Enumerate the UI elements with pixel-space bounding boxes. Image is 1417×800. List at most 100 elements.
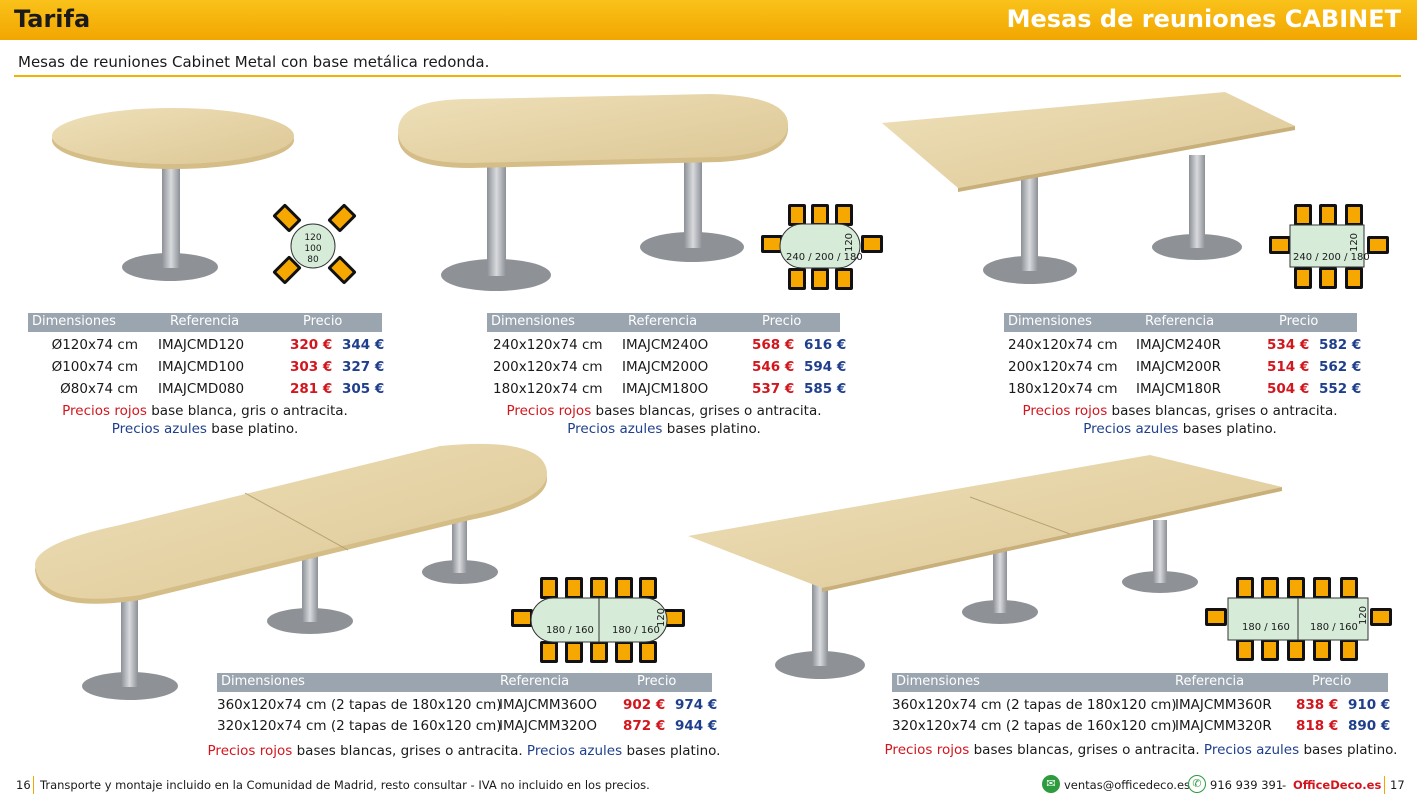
row-reference: IMAJCM240O	[622, 337, 709, 353]
subtitle-divider	[14, 75, 1401, 77]
price-red: 281 €	[290, 381, 333, 397]
price-note: Precios rojos bases blancas, grises o an…	[885, 742, 1398, 758]
row-reference: IMAJCMD100	[158, 359, 245, 375]
note-note-blue: Precios azules	[1083, 421, 1179, 437]
price-red: 568 €	[752, 337, 795, 353]
header-ref: Referencia	[1145, 314, 1215, 329]
table-row: 180x120x74 cm IMAJCM180R 504 € 552 €	[1004, 381, 1361, 399]
oval2-diagram-width: 120	[656, 607, 668, 628]
page-number-left: 16	[16, 778, 31, 792]
page-footer: 16 Transporte y montaje incluido en la C…	[0, 772, 1417, 800]
price-note: Precios rojos bases blancas, grises o an…	[1022, 403, 1337, 437]
rect2-diagram-a: 180 / 160	[1242, 622, 1290, 633]
price-blue: 562 €	[1319, 359, 1362, 375]
price-note: Precios rojos bases blancas, grises o an…	[208, 743, 721, 759]
price-blue: 944 €	[675, 718, 718, 734]
table-row: 200x120x74 cm IMAJCM200O 546 € 594 €	[487, 359, 846, 377]
footer-brand[interactable]: OfficeDeco.es	[1293, 778, 1382, 792]
price-red: 902 €	[623, 697, 666, 713]
row-reference: IMAJCM180R	[1136, 381, 1222, 397]
price-red: 537 €	[752, 381, 795, 397]
note-note-blue-rest: bases platino.	[662, 421, 761, 437]
header-price: Precio	[637, 674, 677, 689]
rect2-diagram-b: 180 / 160	[1310, 622, 1358, 633]
note-note-blue-rest: bases platino.	[1299, 742, 1398, 758]
price-red: 320 €	[290, 337, 333, 353]
oval-table-image	[398, 94, 789, 291]
page-header: Tarifa Mesas de reuniones CABINET	[0, 0, 1417, 40]
price-blue: 585 €	[804, 381, 847, 397]
header-ref: Referencia	[1175, 674, 1245, 689]
header-ref: Referencia	[500, 674, 570, 689]
row-dimension: 200x120x74 cm	[493, 359, 603, 375]
double-rect-table-diagram	[1205, 577, 1392, 661]
header-dim: Dimensiones	[491, 314, 575, 329]
row-dimension: Ø100x74 cm	[51, 359, 138, 375]
price-blue: 552 €	[1319, 381, 1362, 397]
row-reference: IMAJCMM320R	[1175, 718, 1272, 734]
price-blue: 582 €	[1319, 337, 1362, 353]
price-note: Precios rojos base blanca, gris o antrac…	[62, 403, 348, 437]
page-subtitle: Mesas de reuniones Cabinet Metal con bas…	[18, 53, 490, 71]
oval-diagram-width: 120	[844, 232, 856, 253]
note-note-red-rest: bases blancas, grises o antracita.	[292, 743, 527, 759]
price-blue: 594 €	[804, 359, 847, 375]
round-table-diagram	[272, 203, 357, 285]
note-note-red-rest: base blanca, gris o antracita.	[146, 403, 348, 419]
note-note-blue-rest: bases platino.	[1178, 421, 1277, 437]
phone-icon: ✆	[1188, 775, 1206, 793]
row-reference: IMAJCMM320O	[499, 718, 597, 734]
double-oval-table-image	[35, 443, 548, 700]
row-dimension: Ø80x74 cm	[60, 381, 138, 397]
row-dimension: 360x120x74 cm (2 tapas de 180x120 cm)	[217, 697, 502, 713]
oval2-diagram-b: 180 / 160	[612, 625, 660, 636]
price-blue: 890 €	[1348, 718, 1391, 734]
row-dimension: Ø120x74 cm	[51, 337, 138, 353]
rectangular-table-image	[882, 92, 1295, 284]
note-note-red: Precios rojos	[207, 743, 293, 759]
header-dim: Dimensiones	[221, 674, 305, 689]
header-ref: Referencia	[628, 314, 698, 329]
price-blue: 616 €	[804, 337, 847, 353]
row-reference: IMAJCMM360R	[1175, 697, 1272, 713]
row-reference: IMAJCM240R	[1136, 337, 1222, 353]
price-red: 514 €	[1267, 359, 1310, 375]
note-note-blue: Precios azules	[1203, 742, 1300, 758]
price-red: 546 €	[752, 359, 795, 375]
price-red: 504 €	[1267, 381, 1310, 397]
footer-phone: 916 939 391	[1210, 778, 1284, 792]
table-row: 360x120x74 cm (2 tapas de 180x120 cm)IMA…	[892, 697, 1390, 715]
row-reference: IMAJCMD120	[158, 337, 245, 353]
header-dim: Dimensiones	[1008, 314, 1092, 329]
note-note-red: Precios rojos	[1022, 403, 1108, 419]
footer-note: Transporte y montaje incluido en la Comu…	[40, 778, 650, 792]
header-dim: Dimensiones	[896, 674, 980, 689]
note-note-blue-rest: base platino.	[206, 421, 299, 437]
note-note-blue-rest: bases platino.	[622, 743, 721, 759]
row-reference: IMAJCM200O	[622, 359, 709, 375]
table-row: 320x120x74 cm (2 tapas de 160x120 cm)IMA…	[892, 718, 1391, 736]
row-reference: IMAJCMM360O	[499, 697, 597, 713]
row-dimension: 180x120x74 cm	[1008, 381, 1118, 397]
price-table-header: Dimensiones Referencia Precio	[217, 673, 712, 692]
price-red: 872 €	[623, 718, 666, 734]
footer-email[interactable]: ventas@officedeco.es	[1064, 778, 1191, 792]
round-diagram-labels: 120 100 80	[304, 233, 322, 265]
row-dimension: 180x120x74 cm	[493, 381, 603, 397]
price-blue: 327 €	[342, 359, 385, 375]
header-price: Precio	[303, 314, 343, 329]
rect-diagram-length: 240 / 200 / 180	[1293, 252, 1370, 263]
note-note-blue: Precios azules	[526, 743, 623, 759]
price-red: 818 €	[1296, 718, 1339, 734]
round-table-image	[52, 108, 294, 281]
